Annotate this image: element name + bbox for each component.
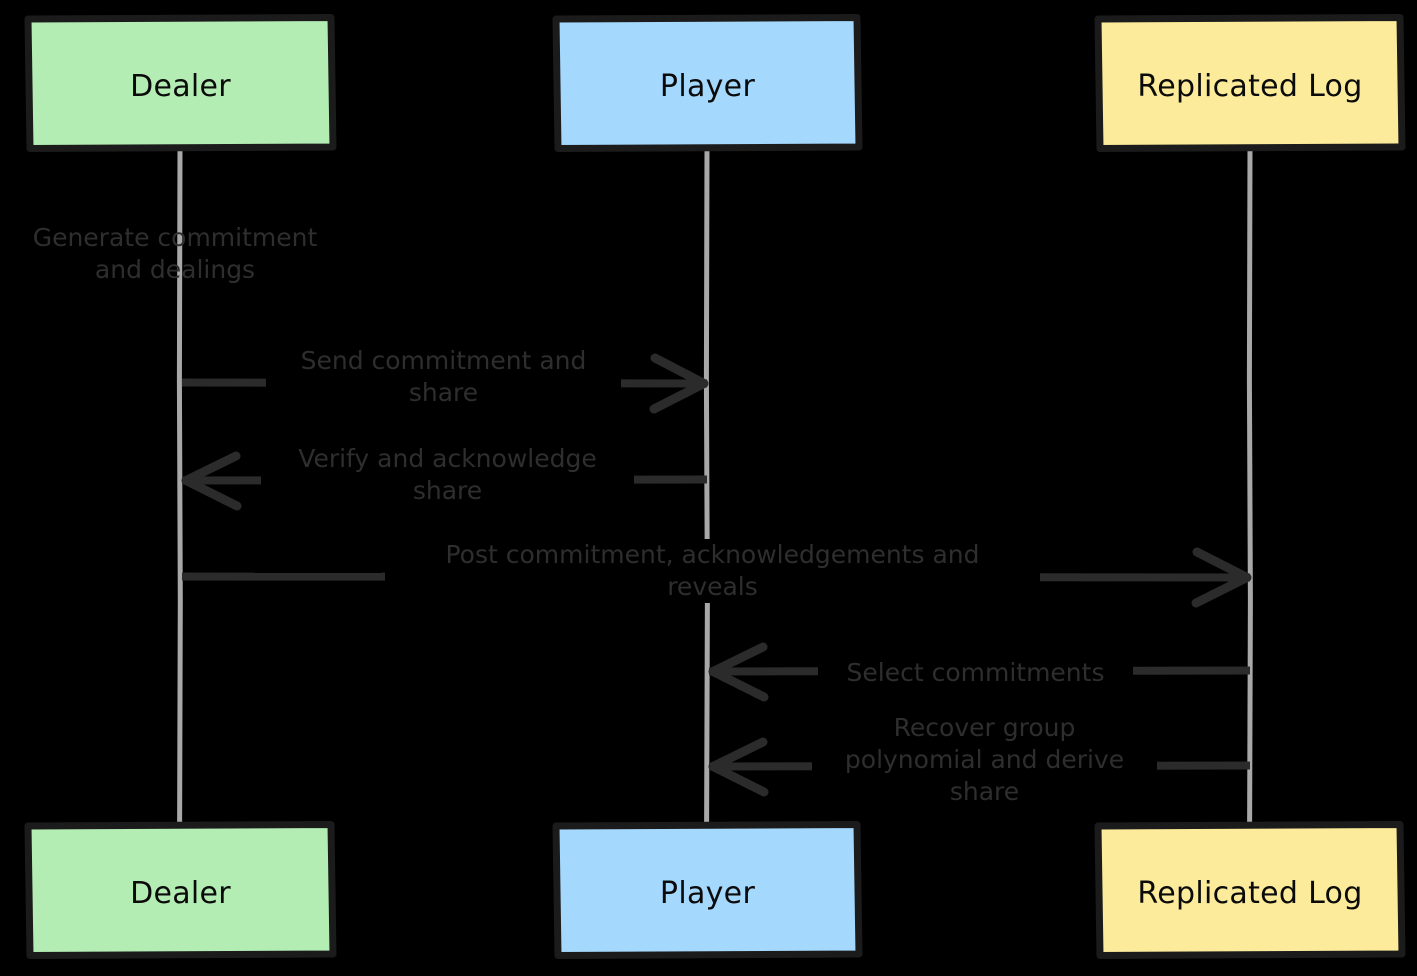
lifeline-player [703, 147, 710, 826]
lifelines [176, 147, 1253, 826]
message-arrow-send-commitment [181, 353, 709, 414]
participant-boxes-bottom [24, 821, 1406, 959]
message-line-verify-ack [181, 475, 708, 485]
message-arrow-post-commitment [181, 547, 1252, 608]
arrowhead-recover-group [708, 737, 769, 797]
message-line-send-commitment [181, 378, 708, 388]
participant-box-dealer-bottom[interactable] [24, 821, 337, 959]
arrowhead-verify-ack [181, 451, 242, 511]
participant-box-dealer-top[interactable] [24, 14, 337, 152]
lifeline-dealer [176, 147, 183, 826]
arrowhead-select-commitments [708, 642, 769, 702]
participant-box-player-bottom[interactable] [552, 821, 863, 959]
participant-box-replicated-log-bottom[interactable] [1094, 821, 1406, 959]
message-line-post-commitment [181, 572, 1251, 582]
participant-box-player-top[interactable] [552, 14, 863, 152]
arrowhead-post-commitment [1191, 547, 1252, 608]
message-arrow-verify-ack [181, 451, 708, 511]
lifeline-replicated-log [1246, 147, 1253, 826]
message-line-recover-group [708, 761, 1251, 771]
message-arrow-select-commitments [708, 642, 1251, 702]
participant-boxes-top [24, 14, 1406, 152]
message-line-select-commitments [708, 666, 1251, 676]
arrowhead-send-commitment [649, 353, 709, 414]
message-arrow-recover-group [708, 737, 1251, 797]
participant-box-replicated-log-top[interactable] [1094, 14, 1406, 152]
